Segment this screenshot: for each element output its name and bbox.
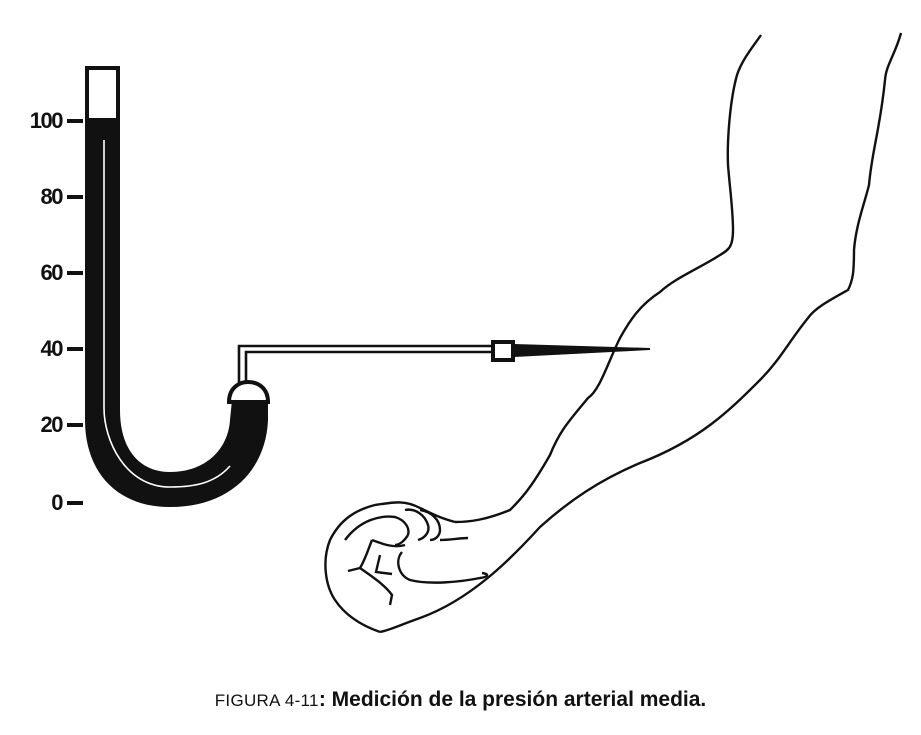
figure-title: Medición de la presión arterial media. bbox=[325, 688, 707, 711]
scale-label-40: 40 bbox=[40, 336, 64, 361]
manometer-bulb bbox=[226, 379, 271, 404]
arm-outline-outer bbox=[379, 32, 903, 634]
fist-outline bbox=[324, 501, 456, 634]
manometer-tube-top bbox=[85, 66, 120, 122]
tube-highlight bbox=[103, 140, 231, 488]
stopcock-valve[interactable] bbox=[491, 340, 515, 362]
scale-label-100: 100 bbox=[29, 108, 64, 133]
scale-label-0: 0 bbox=[51, 490, 63, 515]
fist-palm-creases bbox=[347, 538, 406, 606]
fist-thumb bbox=[397, 551, 489, 584]
arm-outline-inner bbox=[454, 34, 762, 524]
fist-fingers bbox=[344, 508, 469, 547]
figure-caption: FIGURA 4-11: Medición de la presión arte… bbox=[0, 688, 921, 712]
connector-tube bbox=[237, 344, 494, 384]
figure-number: FIGURA 4-11 bbox=[214, 691, 319, 710]
scale-label-20: 20 bbox=[40, 412, 64, 437]
scale-ticks bbox=[67, 119, 83, 505]
manometer-u-tube bbox=[85, 118, 268, 507]
scale-label-60: 60 bbox=[40, 260, 64, 285]
caption-separator: : bbox=[318, 688, 326, 711]
cannula-needle bbox=[514, 344, 650, 357]
scale-label-80: 80 bbox=[40, 184, 64, 209]
